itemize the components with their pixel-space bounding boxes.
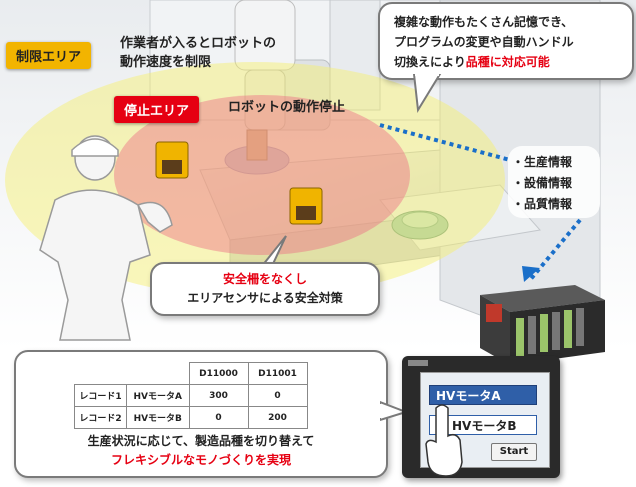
plc-rack <box>480 285 605 365</box>
table-header-cell: D11001 <box>247 362 308 385</box>
robot-arm <box>224 0 296 175</box>
memory-line: 複雑な動作もたくさん記憶でき、 <box>394 15 574 29</box>
table-cell: HVモータB <box>126 406 190 429</box>
recipe-highlight: フレキシブルなモノづくりを実現 <box>110 453 291 467</box>
table-row: レコード2 HVモータB 0 200 <box>74 406 308 429</box>
hmi-button-b[interactable]: HVモータB <box>429 415 537 435</box>
turntable <box>391 210 449 240</box>
info-item: ・生産情報 <box>512 155 573 169</box>
table-header-cell <box>127 363 190 385</box>
table-cell: 200 <box>247 406 308 429</box>
recipe-table: D11000 D11001 レコード1 HVモータA 300 0 レコード2 H… <box>74 362 308 429</box>
table-header-cell: D11000 <box>188 362 249 385</box>
memory-callout: 複雑な動作もたくさん記憶でき、 プログラムの変更や自動ハンドル 切換えにより品種… <box>378 2 634 80</box>
hmi-button-a[interactable]: HVモータA <box>429 385 537 405</box>
table-row: レコード1 HVモータA 300 0 <box>74 384 308 407</box>
memory-line: 切換えにより <box>394 55 466 69</box>
area-sensor-icon <box>155 141 189 179</box>
info-list: ・生産情報 ・設備情報 ・品質情報 <box>508 146 600 218</box>
table-cell: レコード1 <box>74 384 127 407</box>
table-header-cell <box>75 363 127 385</box>
callout-pointer <box>412 74 442 114</box>
info-item: ・品質情報 <box>512 197 573 211</box>
safety-highlight: 安全柵をなくし <box>222 272 307 286</box>
restricted-area-tag: 制限エリア <box>6 42 92 69</box>
hmi-logo-icon <box>408 360 428 366</box>
hand-pointer-icon <box>425 404 463 477</box>
stop-area-description: ロボットの動作停止 <box>228 100 346 115</box>
data-link-arrow <box>379 123 582 282</box>
table-cell: レコード2 <box>74 406 127 429</box>
memory-line: プログラムの変更や自動ハンドル <box>394 35 574 49</box>
table-header-row: D11000 D11001 <box>75 362 308 385</box>
recipe-callout: D11000 D11001 レコード1 HVモータA 300 0 レコード2 H… <box>14 350 388 478</box>
worker-figure <box>39 135 173 341</box>
area-sensor-icon <box>289 187 323 225</box>
info-item: ・設備情報 <box>512 176 573 190</box>
table-cell: 0 <box>188 406 249 429</box>
callout-pointer <box>380 400 410 422</box>
hmi-panel: HVモータA HVモータB Start <box>402 356 560 478</box>
table-cell: 300 <box>188 384 249 407</box>
safety-callout: 安全柵をなくし エリアセンサによる安全対策 <box>150 262 380 316</box>
arrow-head-icon <box>522 266 540 282</box>
table-cell: 0 <box>247 384 308 407</box>
safety-line: エリアセンサによる安全対策 <box>187 291 343 305</box>
stop-area-tag: 停止エリア <box>114 96 200 123</box>
stop-zone <box>114 95 410 255</box>
restricted-desc-line: 動作速度を制限 <box>120 55 212 70</box>
table-cell: HVモータA <box>126 384 190 407</box>
recipe-line: 生産状況に応じて、製造品種を切り替えて <box>87 434 315 448</box>
hmi-start-button[interactable]: Start <box>491 443 537 461</box>
memory-highlight: 品種に対応可能 <box>465 55 550 69</box>
restricted-desc-line: 作業者が入るとロボットの <box>120 36 277 51</box>
restricted-area-description: 作業者が入るとロボットの 動作速度を制限 <box>120 34 276 72</box>
